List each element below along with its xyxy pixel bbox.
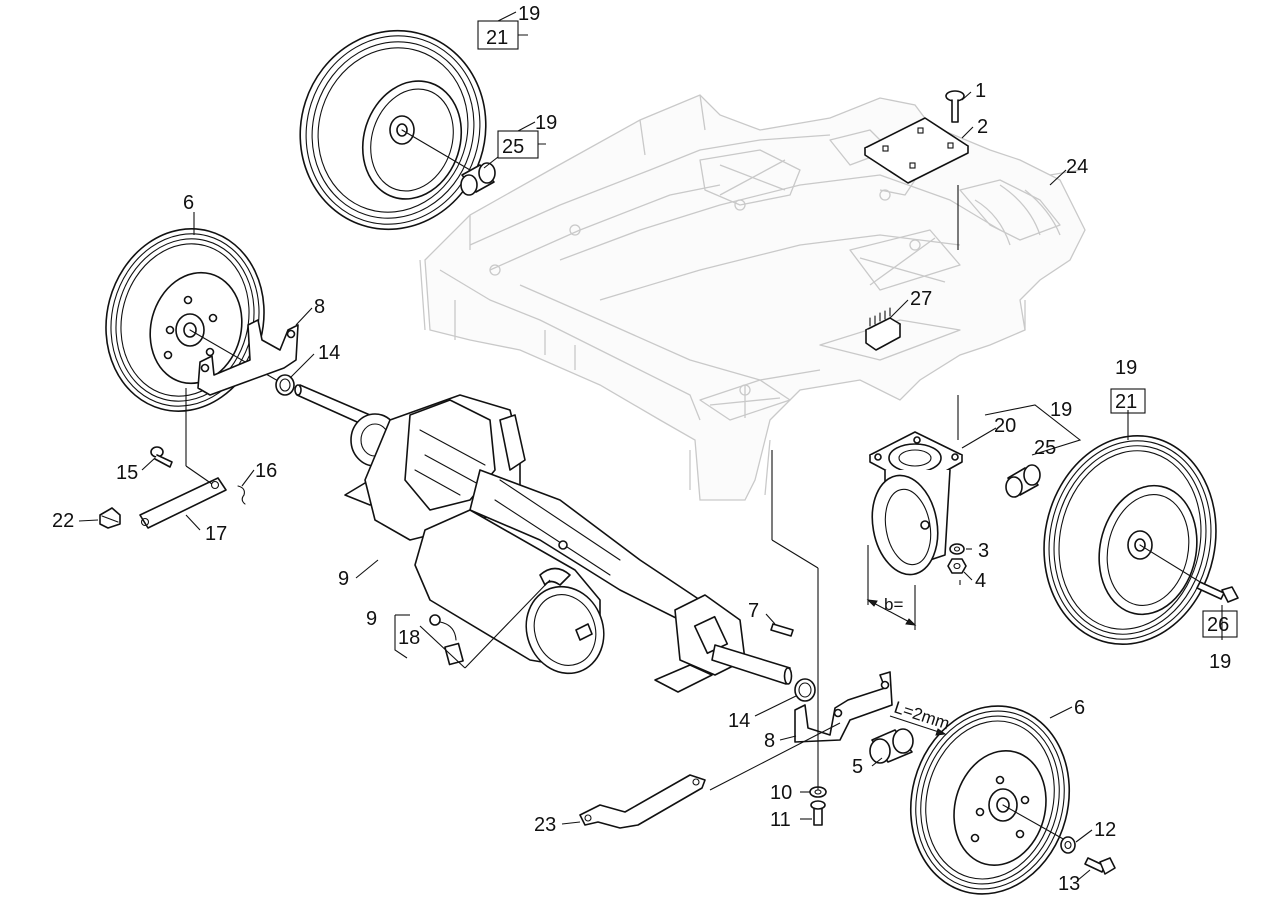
circlip-right — [794, 678, 816, 702]
caster-wheel — [869, 431, 963, 576]
battery-housing — [1049, 169, 1081, 176]
kit-group-spacer-right — [984, 404, 1082, 456]
callout-16: 16 — [255, 460, 277, 482]
gap-dimension — [889, 715, 947, 736]
callout-2: 2 — [977, 116, 988, 138]
callout-19-bolt-right: 19 — [1209, 651, 1231, 673]
callout-1: 1 — [975, 80, 986, 102]
callout-13: 13 — [1058, 873, 1080, 895]
gap-dimension-label: L=2mm — [892, 698, 952, 734]
callout-9-kit: 9 — [366, 608, 377, 630]
hex-bolt-right — [1084, 857, 1116, 875]
wheel-spacer-caster-side — [1005, 464, 1041, 498]
kit-group-wheel-right — [1110, 388, 1146, 414]
callout-17: 17 — [205, 523, 227, 545]
bracket-right — [794, 671, 893, 743]
rear-wheel-top-left — [299, 29, 487, 231]
callout-10: 10 — [770, 782, 792, 804]
brake-lever — [139, 477, 227, 529]
caster-washer — [949, 543, 965, 555]
spring-clip — [237, 485, 246, 505]
connector-block — [865, 307, 901, 351]
callout-8-right: 8 — [764, 730, 775, 752]
brake-rod — [579, 774, 706, 829]
wheel-spacer-right — [869, 728, 914, 764]
kit-group-cable — [394, 614, 410, 659]
bracket-left — [197, 319, 299, 396]
circlip-left — [275, 374, 295, 396]
callout-14-left: 14 — [318, 342, 340, 364]
brake-pin — [150, 446, 173, 468]
motor-cable — [419, 579, 551, 669]
caster-offset-label: b= — [884, 595, 903, 614]
callout-6-right: 6 — [1074, 697, 1085, 719]
callout-21-top-left: 21 — [486, 27, 508, 49]
callout-7: 7 — [748, 600, 759, 622]
callout-11: 11 — [770, 809, 791, 831]
callout-19-spacer-top: 19 — [535, 112, 557, 134]
callout-12: 12 — [1094, 819, 1116, 841]
drive-transaxle — [294, 384, 793, 693]
caster-offset-dimension — [866, 545, 917, 630]
callout-leaders — [78, 91, 1223, 881]
carriage-bolt — [945, 90, 965, 123]
callout-26: 26 — [1207, 614, 1229, 636]
axle-bolt-right — [1196, 581, 1239, 603]
callout-14-right: 14 — [728, 710, 750, 732]
callout-24: 24 — [1066, 156, 1088, 178]
wheel-spacer-top — [460, 162, 496, 196]
kit-group-spacer-top — [483, 121, 546, 169]
callout-21-right: 21 — [1115, 391, 1137, 413]
shaft-key — [770, 623, 794, 637]
drive-wheel-right — [909, 705, 1071, 895]
callout-9: 9 — [338, 568, 349, 590]
callout-22: 22 — [52, 510, 74, 532]
kit-group-top-left — [477, 11, 528, 50]
rear-wheel-right — [1043, 434, 1217, 646]
callout-20: 20 — [994, 415, 1016, 437]
callout-8-left: 8 — [314, 296, 325, 318]
kit-group-bolt-right — [1202, 610, 1238, 638]
lever-cap — [99, 507, 121, 529]
callout-19-spacer-right: 19 — [1050, 399, 1072, 421]
callout-23: 23 — [534, 814, 556, 836]
chassis-frame — [419, 94, 1086, 501]
mounting-plate — [864, 117, 969, 184]
drive-wheel-left — [105, 228, 286, 412]
callout-27: 27 — [910, 288, 932, 310]
washer-right — [1060, 836, 1076, 854]
callout-25-top: 25 — [502, 136, 524, 158]
callout-5: 5 — [852, 756, 863, 778]
callout-4: 4 — [975, 570, 986, 592]
callout-6-left: 6 — [183, 192, 194, 214]
callout-19-wheel-right: 19 — [1115, 357, 1137, 379]
callout-19-top-left: 19 — [518, 3, 540, 25]
callout-15: 15 — [116, 462, 138, 484]
callout-3: 3 — [978, 540, 989, 562]
callout-labels: 1 2 3 4 5 6 6 7 8 8 9 9 10 11 12 13 14 1… — [52, 3, 1231, 895]
assembly-leaders — [709, 185, 961, 791]
caster-nut — [947, 558, 967, 574]
callout-18: 18 — [398, 627, 420, 649]
hex-bolt-bottom — [810, 800, 826, 826]
callout-25-right: 25 — [1034, 437, 1056, 459]
